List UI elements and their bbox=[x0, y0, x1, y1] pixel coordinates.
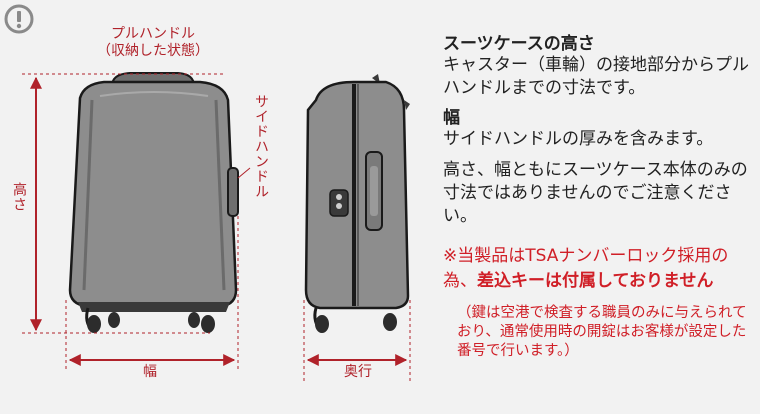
height-title: スーツケースの高さ bbox=[443, 34, 595, 54]
depth-label: 奥行 bbox=[344, 364, 372, 380]
dimension-lines bbox=[22, 73, 411, 382]
suitcase-illustration bbox=[22, 72, 411, 382]
width-description: サイドハンドルの厚みを含みます。 bbox=[443, 129, 714, 149]
height-description: キャスター（車輪）の接地部分からプルハンドルまでの寸法です。 bbox=[443, 55, 749, 98]
height-label: 高さ bbox=[11, 182, 27, 212]
width-title: 幅 bbox=[443, 108, 460, 128]
description-panel: スーツケースの高さ キャスター（車輪）の接地部分からプルハンドルまでの寸法です。… bbox=[443, 34, 753, 361]
front-view bbox=[68, 72, 239, 333]
width-label: 幅 bbox=[143, 364, 157, 380]
exclamation-circle-icon bbox=[4, 4, 34, 34]
suitcase-diagram: プルハンドル （収納した状態） サイドハンドル 高さ 幅 奥行 bbox=[11, 26, 411, 382]
pull-handle-label: プルハンドル （収納した状態） bbox=[97, 26, 209, 59]
key-note: （鍵は空港で検査する職員のみに与えられており、通常使用時の開錠はお客様が設定した… bbox=[457, 305, 747, 359]
side-handle-label: サイドハンドル bbox=[253, 94, 269, 199]
dimension-note: 高さ、幅ともにスーツケース本体のみの寸法ではありませんのでご注意ください。 bbox=[443, 160, 748, 226]
tsa-warning: ※当製品はTSAナンバーロック採用の為、差込キーは付属しておりません bbox=[443, 246, 729, 291]
side-view bbox=[304, 74, 410, 334]
